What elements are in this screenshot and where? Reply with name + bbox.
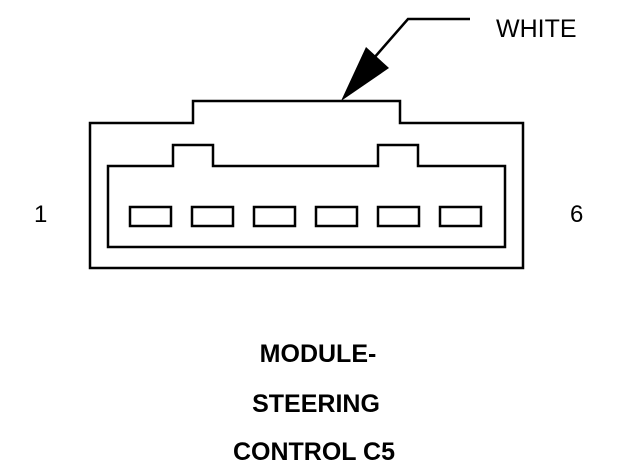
connector-inner-cavity <box>106 143 507 249</box>
wire-color-leader-line <box>359 17 470 75</box>
terminal-pin-1 <box>128 205 173 228</box>
wire-color-label: WHITE <box>496 15 577 43</box>
title-line-2: STEERING <box>252 390 380 418</box>
terminal-pin-3 <box>252 205 297 228</box>
title-line-3: CONTROL C5 <box>233 438 395 466</box>
terminal-pin-5 <box>376 205 421 228</box>
connector-outer-housing <box>88 99 525 270</box>
terminal-pin-2 <box>190 205 235 228</box>
terminal-pin-4 <box>314 205 359 228</box>
terminal-pins <box>128 205 483 228</box>
wire-color-arrowhead <box>341 47 389 101</box>
pin-1-label: 1 <box>34 201 47 228</box>
pin-6-label: 6 <box>570 201 583 228</box>
title-line-1: MODULE- <box>260 340 377 368</box>
terminal-pin-6 <box>438 205 483 228</box>
